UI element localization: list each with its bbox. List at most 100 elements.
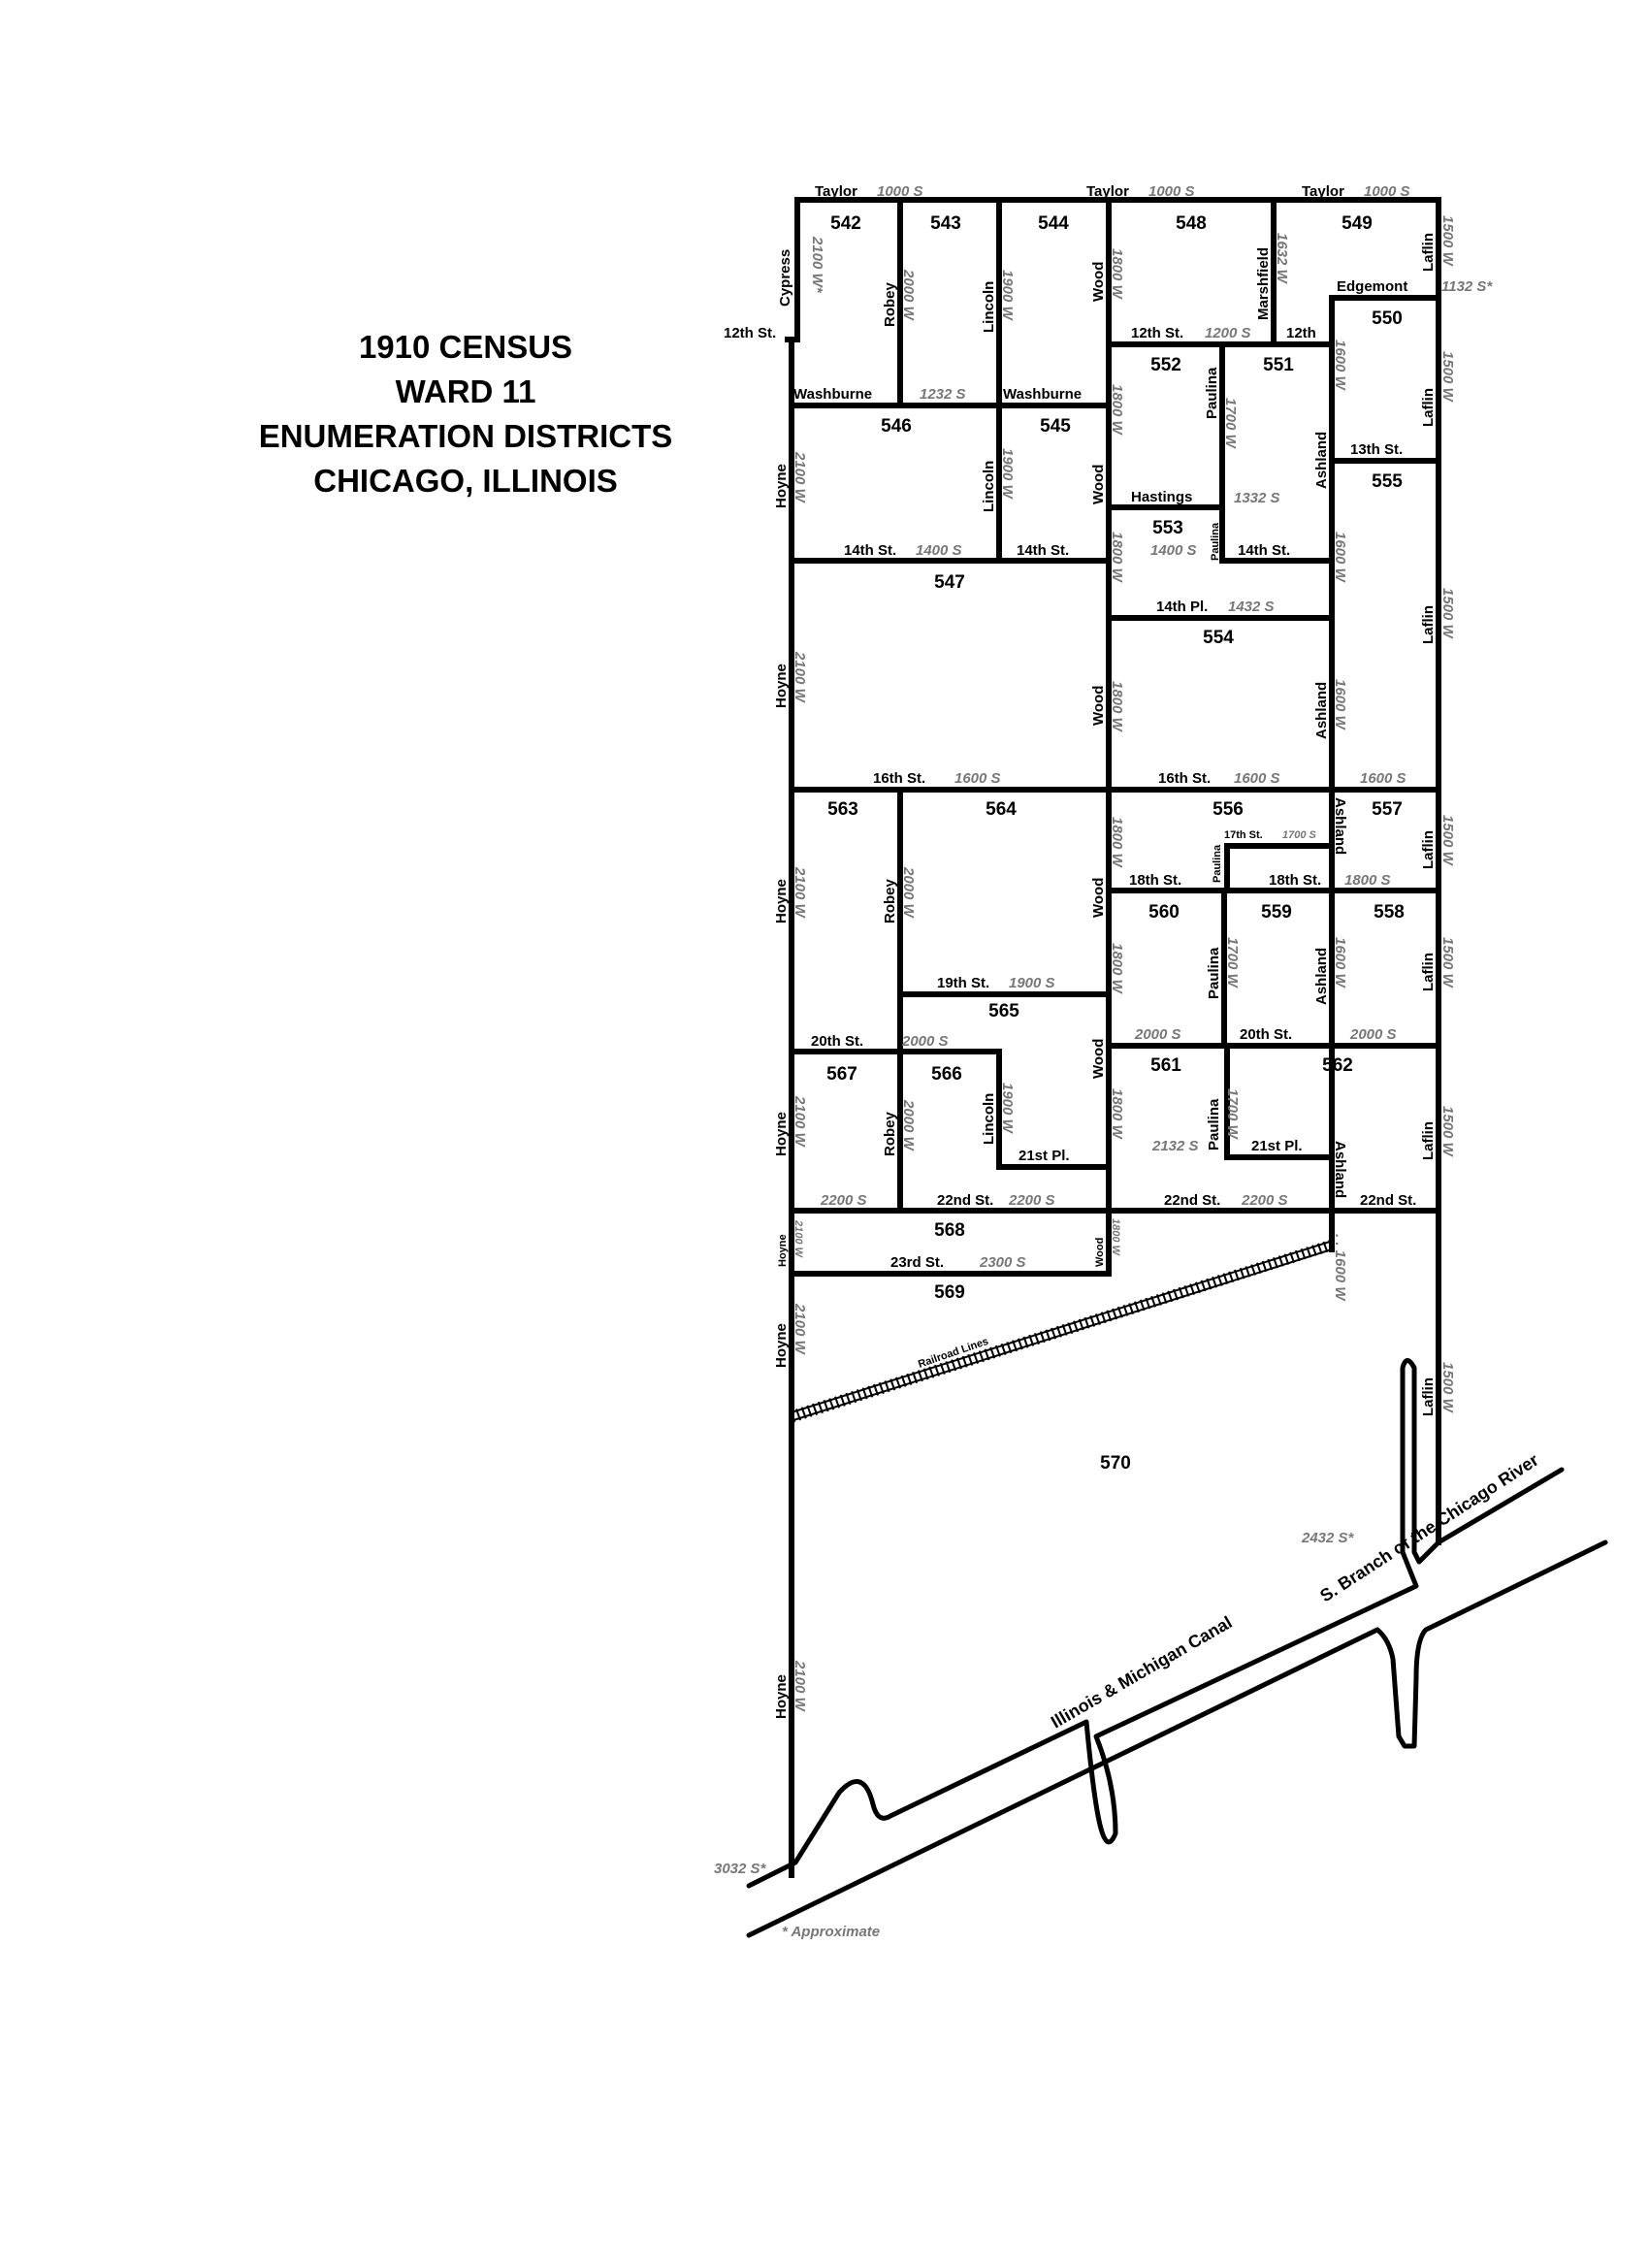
- twentysecond-label-3: 22nd St.: [1360, 1192, 1416, 1209]
- hoyne-addr-5: 2100 W: [792, 1219, 804, 1259]
- ashland-addr-3: 1600 W: [1332, 679, 1348, 731]
- title-line-4: CHICAGO, ILLINOIS: [313, 463, 618, 499]
- marshfield-addr: 1632 W: [1274, 233, 1290, 285]
- waterways: [746, 1358, 1608, 1938]
- district-562: 562: [1322, 1055, 1353, 1076]
- hoyne-label-5: Hoyne: [777, 1234, 789, 1267]
- twentysecond-addr-2: 2200 S: [1008, 1192, 1055, 1209]
- vertical-street-labels: Cypress 2100 W* Robey 2000 W Lincoln 190…: [773, 215, 1456, 1719]
- seventeenth-label: 17th St.: [1224, 829, 1263, 841]
- district-554: 554: [1203, 628, 1234, 648]
- district-559: 559: [1261, 902, 1292, 923]
- ashland-label-2: Ashland: [1313, 682, 1330, 739]
- district-560: 560: [1148, 902, 1180, 923]
- fourteenth-label-1: 14th St.: [844, 542, 896, 559]
- paulina-label-4: Paulina: [1206, 947, 1222, 999]
- sixteenth-label-1: 16th St.: [873, 770, 925, 787]
- hoyne-label-7: Hoyne: [773, 1674, 790, 1719]
- wood-addr-4: 1800 W: [1109, 681, 1125, 733]
- laflin-label-2: Laflin: [1420, 388, 1437, 427]
- hoyne-addr-6: 2100 W: [792, 1303, 808, 1356]
- district-570: 570: [1100, 1453, 1131, 1474]
- district-561: 561: [1150, 1055, 1181, 1076]
- ashland-addr-5: . . 1600 W: [1332, 1234, 1348, 1302]
- map-title: 1910 CENSUS WARD 11 ENUMERATION DISTRICT…: [194, 325, 737, 503]
- district-557: 557: [1372, 799, 1403, 820]
- laflin-addr-2: 1500 W: [1439, 351, 1456, 404]
- paulina-label-3: Paulina: [1212, 844, 1223, 883]
- taylor-label-3: Taylor: [1302, 183, 1344, 200]
- district-565: 565: [988, 1001, 1019, 1021]
- title-line-1: 1910 CENSUS: [358, 329, 573, 365]
- lincoln-addr-3: 1900 W: [999, 1083, 1016, 1135]
- robey-label-1: Robey: [882, 282, 898, 328]
- street-grid: [785, 197, 1441, 1878]
- wood-addr-2: 1800 W: [1109, 384, 1125, 437]
- laflin-label-5: Laflin: [1420, 953, 1437, 991]
- twentieth-addr-2: 2000 S: [1134, 1026, 1181, 1043]
- district-543: 543: [930, 213, 961, 234]
- twentysecond-addr-1: 2200 S: [820, 1192, 867, 1209]
- laflin-label-1: Laflin: [1420, 233, 1437, 272]
- wood-addr-3: 1800 W: [1109, 532, 1125, 584]
- sixteenth-addr-3: 1600 S: [1360, 770, 1406, 787]
- river-label: S. Branch of the Chicago River: [1316, 1450, 1541, 1606]
- eighteenth-addr: 1800 S: [1344, 872, 1391, 889]
- addr-3032s: 3032 S*: [714, 1861, 767, 1877]
- horizontal-street-labels: Taylor 1000 S Taylor 1000 S Taylor 1000 …: [714, 183, 1493, 1940]
- washburne-addr: 1232 S: [920, 386, 966, 403]
- hoyne-addr-1: 2100 W: [792, 451, 808, 504]
- twentysecond-addr-3: 2200 S: [1241, 1192, 1288, 1209]
- district-542: 542: [830, 213, 861, 234]
- sixteenth-label-2: 16th St.: [1158, 770, 1211, 787]
- laflin-addr-3: 1500 W: [1439, 588, 1456, 640]
- laflin-addr-4: 1500 W: [1439, 815, 1456, 867]
- laflin-label-6: Laflin: [1420, 1121, 1437, 1160]
- laflin-label-3: Laflin: [1420, 605, 1437, 644]
- district-563: 563: [827, 799, 858, 820]
- title-line-3: ENUMERATION DISTRICTS: [258, 418, 673, 454]
- lincoln-label-3: Lincoln: [981, 1093, 997, 1145]
- twentyfirst-pl-label-2: 21st Pl.: [1251, 1138, 1303, 1154]
- wood-label-6: Wood: [1094, 1238, 1106, 1267]
- district-544: 544: [1038, 213, 1069, 234]
- taylor-addr-1: 1000 S: [877, 183, 923, 200]
- taylor-label-2: Taylor: [1086, 183, 1129, 200]
- twelfth-short-label: 12th: [1286, 325, 1316, 341]
- robey-label-3: Robey: [882, 1112, 898, 1157]
- footnote: * Approximate: [782, 1924, 880, 1940]
- wood-label-4: Wood: [1090, 878, 1107, 918]
- robey-addr-2: 2000 W: [900, 866, 917, 920]
- twentythird-addr: 2300 S: [979, 1254, 1026, 1271]
- robey-addr-1: 2000 W: [900, 269, 917, 322]
- taylor-addr-3: 1000 S: [1364, 183, 1410, 200]
- district-558: 558: [1374, 902, 1405, 923]
- wood-addr-5: 1800 W: [1109, 817, 1125, 869]
- twentieth-label-2: 20th St.: [1240, 1026, 1292, 1043]
- eighteenth-label-2: 18th St.: [1269, 872, 1321, 889]
- ashland-label-5: Ashland: [1332, 1141, 1348, 1198]
- wood-label-3: Wood: [1090, 686, 1107, 726]
- district-551: 551: [1263, 355, 1294, 375]
- district-568: 568: [934, 1220, 965, 1241]
- cypress-addr: 2100 W*: [809, 236, 825, 294]
- wood-addr-7: 1800 W: [1109, 1088, 1125, 1141]
- lincoln-addr-2: 1900 W: [999, 448, 1016, 501]
- twelfth-label: 12th St.: [1131, 325, 1183, 341]
- laflin-addr-5: 1500 W: [1439, 937, 1456, 989]
- twentieth-addr-3: 2000 S: [1349, 1026, 1397, 1043]
- district-556: 556: [1212, 799, 1244, 820]
- district-labels: 542 543 544 548 549 550 552 551 546 545 …: [826, 213, 1405, 1474]
- fourteenth-label-2: 14th St.: [1017, 542, 1069, 559]
- lincoln-label-1: Lincoln: [981, 281, 997, 333]
- nineteenth-addr: 1900 S: [1009, 975, 1055, 991]
- ashland-label-1: Ashland: [1313, 432, 1330, 489]
- taylor-addr-2: 1000 S: [1148, 183, 1195, 200]
- twentysecond-label-2: 22nd St.: [1164, 1192, 1220, 1209]
- district-548: 548: [1176, 213, 1207, 234]
- laflin-addr-6: 1500 W: [1439, 1106, 1456, 1158]
- wood-label-2: Wood: [1090, 465, 1107, 504]
- ashland-label-3: Ashland: [1332, 797, 1348, 855]
- ashland-addr-1: 1600 W: [1332, 340, 1348, 392]
- laflin-addr-1: 1500 W: [1439, 215, 1456, 268]
